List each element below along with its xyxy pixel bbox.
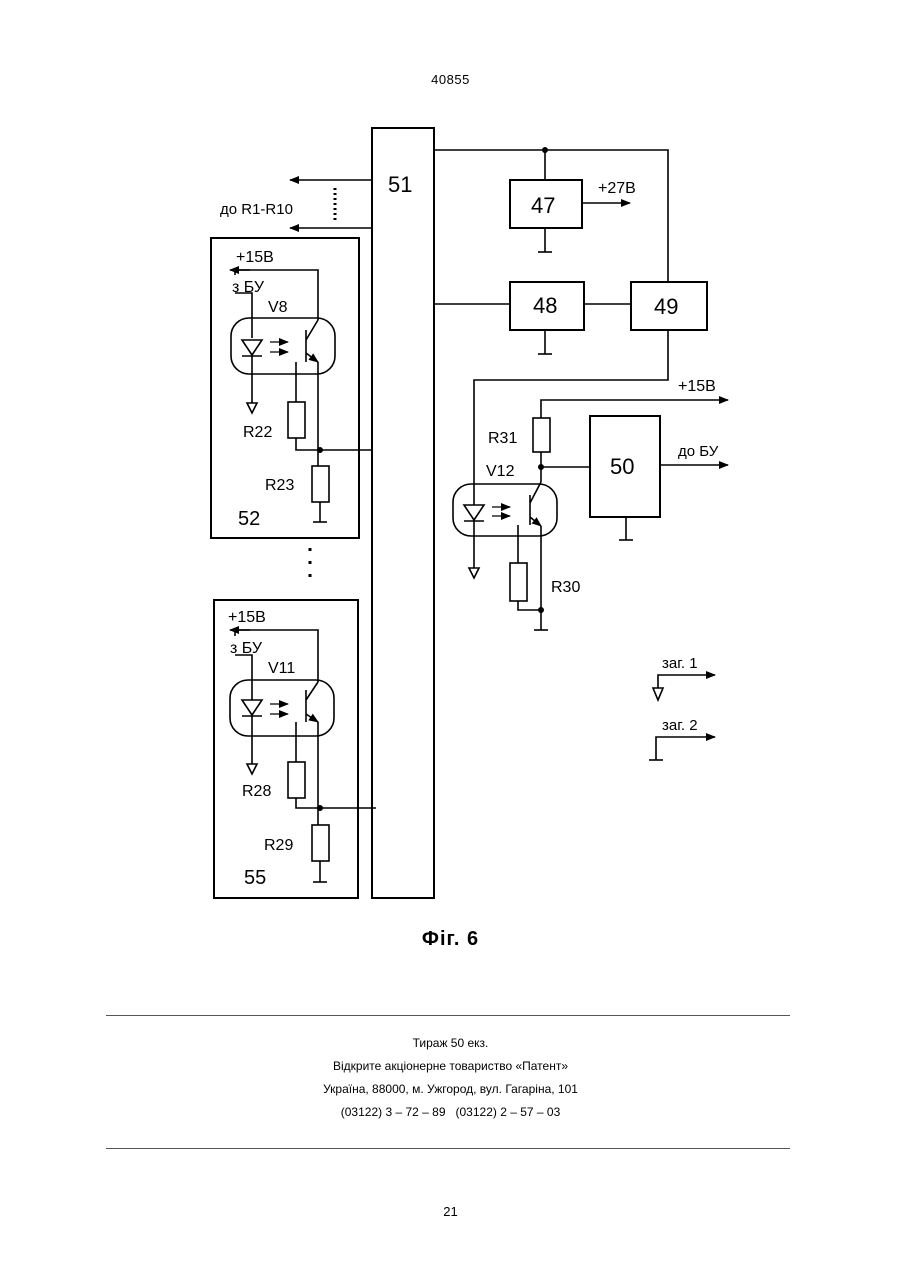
label-zag1: заг. 1 — [662, 655, 698, 672]
legend-zag2-line — [656, 737, 715, 760]
imprint-block: Тираж 50 екз. Відкрите акціонерне товари… — [0, 1032, 901, 1124]
resistor-r23 — [312, 466, 329, 502]
resistor-r30 — [510, 563, 527, 601]
resistor-r31 — [533, 418, 550, 452]
label-r28: R28 — [242, 783, 271, 800]
circuit-diagram: 51 47 48 49 50 52 55 до R1-R10 +27В +15В… — [0, 0, 901, 920]
v12-ground-arrow — [469, 568, 479, 578]
v8-led — [242, 340, 262, 355]
label-plus27: +27В — [598, 180, 636, 197]
resistor-r28 — [288, 762, 305, 798]
label-r22: R22 — [243, 424, 272, 441]
imprint-phones: (03122) 3 – 72 – 89 (03122) 2 – 57 – 03 — [0, 1101, 901, 1124]
imprint-top-rule — [106, 1015, 790, 1016]
label-from-bu-top: з БУ — [232, 279, 265, 296]
imprint-bottom-rule — [106, 1148, 790, 1149]
imprint-publisher: Відкрите акціонерне товариство «Патент» — [0, 1055, 901, 1078]
label-v12: V12 — [486, 463, 515, 480]
imprint-circulation: Тираж 50 екз. — [0, 1032, 901, 1055]
label-block-49: 49 — [654, 294, 678, 319]
label-r23: R23 — [265, 477, 294, 494]
label-block-48: 48 — [533, 293, 557, 318]
v11-led — [242, 700, 262, 715]
resistor-r22 — [288, 402, 305, 438]
label-plus15-bottom: +15В — [228, 609, 266, 626]
label-v11: V11 — [268, 660, 295, 677]
resistor-r29 — [312, 825, 329, 861]
block-51 — [372, 128, 434, 898]
label-block-51: 51 — [388, 172, 412, 197]
v12-led — [464, 505, 484, 520]
figure-caption: Фіг. 6 — [0, 928, 901, 951]
legend-zag1-line — [658, 675, 715, 688]
imprint-address: Україна, 88000, м. Ужгород, вул. Гагарін… — [0, 1078, 901, 1101]
label-block-50: 50 — [610, 454, 634, 479]
label-from-bu-bottom: з БУ — [230, 640, 263, 657]
label-plus15-top: +15В — [236, 249, 274, 266]
label-r30: R30 — [551, 579, 580, 596]
label-v8: V8 — [268, 299, 288, 316]
label-module-52: 52 — [238, 508, 260, 530]
label-r29: R29 — [264, 837, 293, 854]
label-block-47: 47 — [531, 193, 555, 218]
label-to-bu: до БУ — [678, 443, 719, 460]
label-plus15-right: +15В — [678, 378, 716, 395]
label-r31: R31 — [488, 430, 517, 447]
label-module-55: 55 — [244, 867, 266, 889]
label-to-r1-r10: до R1-R10 — [220, 201, 293, 218]
label-zag2: заг. 2 — [662, 717, 698, 734]
page-number: 21 — [0, 1204, 901, 1219]
